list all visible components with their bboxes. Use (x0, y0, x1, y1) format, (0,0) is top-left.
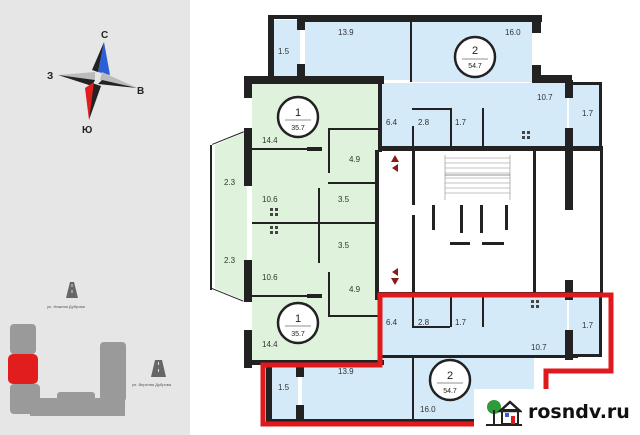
street-label-right: ул. Верхняя Дуброва (132, 382, 172, 387)
apartment-badge-top-two-room: 2 54.7 (453, 35, 497, 79)
apartment-lower-one-room[interactable] (215, 222, 378, 362)
room-area-label: 4.9 (349, 285, 361, 294)
apartment-badge-lower-one-room: 1 35.7 (276, 301, 320, 345)
total-area: 35.7 (291, 125, 305, 132)
rooms-count: 2 (447, 370, 453, 382)
room-area-label: 1.7 (582, 321, 594, 330)
building-site-map (8, 324, 126, 416)
room-area-label: 1.5 (278, 47, 290, 56)
room-area-label: 14.4 (262, 340, 278, 349)
apartment-badge-bottom-two-room: 2 54.7 (428, 358, 472, 402)
road-icon (66, 282, 78, 298)
watermark-logo: rosndv.ru (474, 389, 640, 435)
room-area-label: 3.5 (338, 241, 350, 250)
street-label-top: ул. Нижняя Дуброва (47, 304, 86, 309)
compass-north-label: С (101, 30, 108, 41)
room-area-label: 16.0 (505, 28, 521, 37)
entrance-arrow-icon (392, 164, 398, 172)
entrance-arrow-icon (391, 278, 399, 285)
room-area-label: 13.9 (338, 367, 354, 376)
room-area-label: 2.3 (224, 256, 236, 265)
entrance-arrow-icon (391, 155, 399, 162)
room-area-label: 10.7 (537, 93, 553, 102)
rooms-count: 1 (295, 313, 301, 325)
compass-east-label: В (137, 86, 144, 97)
staircase (444, 155, 511, 200)
room-area-label: 2.8 (418, 318, 430, 327)
room-area-label: 1.7 (455, 118, 467, 127)
stove-icon (270, 131, 539, 308)
compass-south-label: Ю (82, 125, 92, 136)
room-area-label: 13.9 (338, 28, 354, 37)
compass-rose-icon: С З В Ю (47, 30, 144, 136)
house-tree-logo-icon (486, 400, 522, 426)
road-icon (151, 360, 166, 377)
highlighted-section (8, 354, 38, 384)
room-area-label: 16.0 (420, 405, 436, 414)
room-area-label: 4.9 (349, 155, 361, 164)
room-area-label: 1.7 (455, 318, 467, 327)
rooms-count: 1 (295, 107, 301, 119)
room-area-label: 6.4 (386, 318, 398, 327)
watermark-text: rosndv.ru (528, 401, 630, 423)
room-area-label: 10.6 (262, 195, 278, 204)
room-area-label: 10.7 (531, 343, 547, 352)
room-area-label: 1.7 (582, 109, 594, 118)
room-area-label: 10.6 (262, 273, 278, 282)
room-area-label: 2.3 (224, 178, 236, 187)
total-area: 54.7 (443, 388, 457, 395)
apartment-badge-upper-one-room: 1 35.7 (276, 95, 320, 139)
total-area: 35.7 (291, 331, 305, 338)
room-area-label: 14.4 (262, 136, 278, 145)
total-area: 54.7 (468, 63, 482, 70)
room-area-label: 3.5 (338, 195, 350, 204)
rooms-count: 2 (472, 45, 478, 57)
room-area-label: 6.4 (386, 118, 398, 127)
compass-west-label: З (47, 71, 53, 82)
room-area-label: 2.8 (418, 118, 430, 127)
entrance-arrow-icon (392, 268, 398, 276)
room-area-label: 1.5 (278, 383, 290, 392)
room-area-labels: 1.5 13.9 16.0 6.4 2.8 1.7 10.7 1.7 14.4 … (224, 28, 594, 414)
